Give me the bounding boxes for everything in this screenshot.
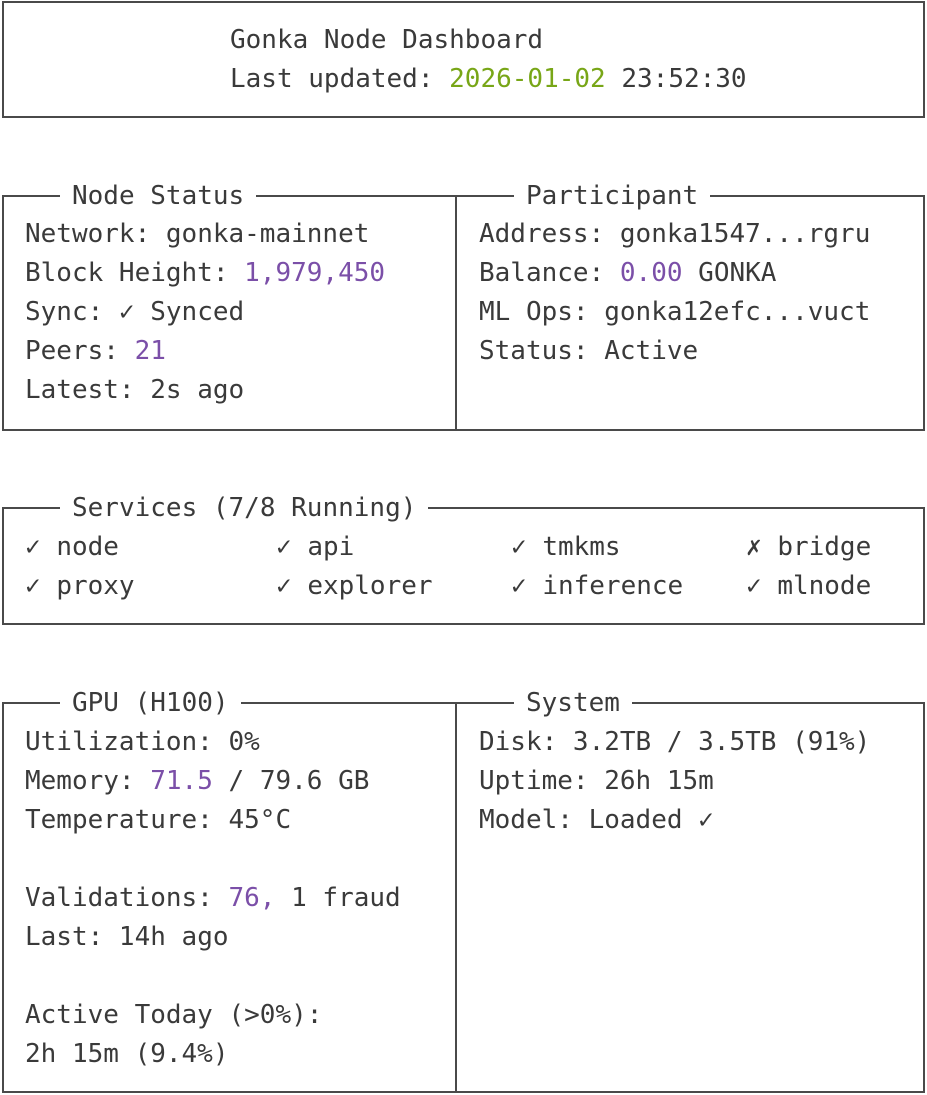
temperature-row: Temperature: 45°C [25,801,291,840]
gpu-system-panel: GPU (H100) Utilization: 0% Memory: 71.5 … [2,685,925,1093]
utilization-value: 0% [228,727,260,757]
memory-label: Memory: [25,766,151,796]
validations-fraud: 1 fraud [275,883,401,913]
cross-icon: ✗ [746,532,762,562]
panel-divider [455,195,457,431]
service-name: inference [542,571,684,601]
last-label: Last: [25,922,119,952]
peers-row: Peers: 21 [25,332,166,371]
last-validation-row: Last: 14h ago [25,918,229,957]
service-item-node: ✓ node [25,528,119,567]
service-item-proxy: ✓ proxy [25,567,135,606]
address-value: gonka1547...rgru [619,219,871,249]
validations-row: Validations: 76, 1 fraud [25,879,401,918]
sync-value: Synced [134,297,245,327]
gpu-title: GPU (H100) [60,685,241,721]
disk-row: Disk: 3.2TB / 3.5TB (91%) [479,723,870,762]
service-item-explorer: ✓ explorer [276,567,433,606]
block-height-value: 1,979,450 [244,258,386,288]
status-value: Active [604,336,699,366]
latest-value: 2s ago [150,375,245,405]
model-row: Model: Loaded ✓ [479,801,714,840]
sync-label: Sync: [25,297,119,327]
service-item-bridge: ✗ bridge [746,528,871,567]
check-icon: ✓ [276,571,292,601]
service-item-api: ✓ api [276,528,354,567]
service-name: mlnode [777,571,872,601]
utilization-label: Utilization: [25,727,229,757]
memory-total: / 79.6 GB [212,766,370,796]
check-icon: ✓ [25,532,41,562]
services-title: Services (7/8 Running) [60,490,429,526]
participant-title: Participant [514,178,711,214]
block-height-row: Block Height: 1,979,450 [25,254,385,293]
sync-row: Sync: ✓ Synced [25,293,244,332]
last-value: 14h ago [118,922,229,952]
block-height-label: Block Height: [25,258,245,288]
page-title: Gonka Node Dashboard [230,25,544,55]
memory-row: Memory: 71.5 / 79.6 GB [25,762,369,801]
service-name: explorer [307,571,433,601]
peers-label: Peers: [25,336,135,366]
status-row: Status: Active [479,332,698,371]
validations-label: Validations: [25,883,229,913]
check-icon: ✓ [276,532,292,562]
uptime-row: Uptime: 26h 15m [479,762,714,801]
service-item-tmkms: ✓ tmkms [511,528,621,567]
last-updated-time: 23:52:30 [605,64,747,94]
status-label: Status: [479,336,605,366]
service-name: api [307,532,355,562]
balance-row: Balance: 0.00 GONKA [479,254,776,293]
disk-value: 3.2TB / 3.5TB (91%) [572,727,871,757]
last-updated-label: Last updated: [230,64,450,94]
active-today-label: Active Today (>0%): [25,1000,323,1030]
active-today-value: 2h 15m (9.4%) [25,1039,229,1069]
disk-label: Disk: [479,727,573,757]
latest-row: Latest: 2s ago [25,371,244,410]
peers-value: 21 [134,336,166,366]
check-icon: ✓ [746,571,762,601]
last-updated: Last updated: 2026-01-02 23:52:30 [230,60,747,99]
memory-used: 71.5 [150,766,213,796]
node-status-title: Node Status [60,178,257,214]
balance-unit: GONKA [682,258,777,288]
ml-ops-label: ML Ops: [479,297,605,327]
service-item-mlnode: ✓ mlnode [746,567,871,606]
service-item-inference: ✓ inference [511,567,683,606]
validations-value: 76, [228,883,276,913]
check-icon: ✓ [511,571,527,601]
check-icon: ✓ [118,297,135,327]
system-title: System [514,685,632,721]
services-panel: Services (7/8 Running) ✓ node ✓ api ✓ tm… [2,490,925,625]
service-name: proxy [56,571,135,601]
temperature-label: Temperature: [25,805,229,835]
address-row: Address: gonka1547...rgru [479,215,870,254]
check-icon: ✓ [511,532,527,562]
last-updated-date: 2026-01-02 [449,64,606,94]
address-label: Address: [479,219,620,249]
header-panel: Gonka Node Dashboard Last updated: 2026-… [2,1,925,118]
panel-divider [455,702,457,1093]
balance-value: 0.00 [619,258,683,288]
latest-label: Latest: [25,375,151,405]
ml-ops-row: ML Ops: gonka12efc...vuct [479,293,870,332]
utilization-row: Utilization: 0% [25,723,260,762]
uptime-value: 26h 15m [604,766,714,796]
service-name: bridge [777,532,872,562]
uptime-label: Uptime: [479,766,605,796]
network-value: gonka-mainnet [165,219,370,249]
service-name: node [56,532,119,562]
check-icon: ✓ [25,571,41,601]
node-participant-panel: Node Status Network: gonka-mainnet Block… [2,178,925,431]
network-label: Network: [25,219,166,249]
temperature-value: 45°C [228,805,292,835]
service-name: tmkms [542,532,621,562]
model-value: Loaded [588,805,683,835]
ml-ops-value: gonka12efc...vuct [604,297,871,327]
check-icon: ✓ [682,805,714,835]
model-label: Model: [479,805,589,835]
network-row: Network: gonka-mainnet [25,215,369,254]
balance-label: Balance: [479,258,620,288]
